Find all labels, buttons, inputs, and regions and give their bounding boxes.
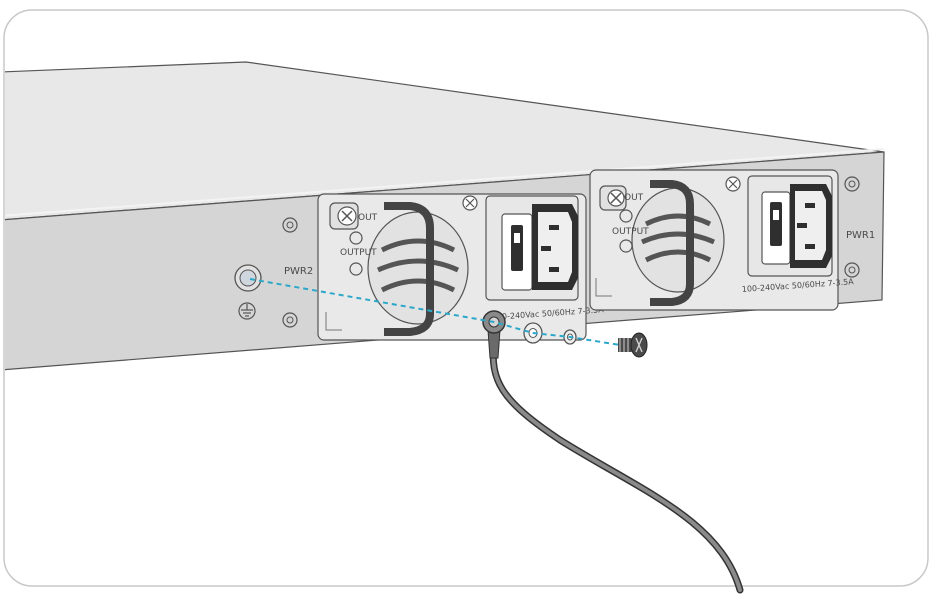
grounding-point[interactable] — [234, 264, 262, 292]
psu-left-rocker-indicator — [514, 233, 520, 243]
psu-left-bracket — [325, 312, 342, 331]
cable-sleeve — [487, 329, 501, 359]
psu-right-bracket — [595, 278, 612, 297]
chassis-edge-highlight — [5, 148, 885, 217]
psu-left-ac-socket-inner — [538, 212, 572, 282]
psu-right-pin-2 — [797, 223, 807, 228]
psu-left-handle[interactable] — [384, 202, 434, 336]
psu-right-pin-3 — [805, 244, 815, 249]
phillips-screw-icon[interactable] — [618, 332, 648, 358]
psu-left-thumbscrew-icon[interactable] — [329, 202, 359, 230]
ground-cable[interactable] — [491, 340, 742, 592]
psu-right-rocker-switch[interactable] — [770, 202, 782, 246]
psu-left-led-1 — [349, 231, 363, 245]
pwr1-label: PWR1 — [846, 230, 875, 241]
psu-right-led-1 — [619, 209, 633, 223]
psu-right-thumbscrew-icon[interactable] — [599, 185, 627, 211]
psu-right-fan-icon — [631, 187, 725, 293]
chassis-mount-screw-icon — [282, 217, 298, 233]
psu-right-led-2 — [619, 239, 633, 253]
psu-left-output-label: OUTPUT — [340, 248, 377, 258]
chassis-mount-screw-icon — [844, 262, 860, 278]
psu-left-rocker-switch[interactable] — [511, 225, 523, 271]
psu-left-out-label: OUT — [358, 213, 378, 223]
psu-left-led-2 — [349, 262, 363, 276]
psu-right-pin-1 — [805, 203, 815, 208]
psu-right-output-label: OUTPUT — [612, 227, 649, 237]
psu-left-pin-2 — [541, 246, 551, 251]
psu-right-ac-socket-inner — [795, 191, 826, 260]
psu-left-x-screw-icon — [462, 195, 478, 211]
psu-right-rocker-indicator — [773, 210, 779, 220]
psu-left-pin-3 — [549, 267, 559, 272]
chassis-mount-screw-icon — [282, 312, 298, 328]
chassis-mount-screw-icon — [844, 176, 860, 192]
pwr2-label: PWR2 — [284, 266, 313, 277]
psu-right-handle[interactable] — [650, 180, 694, 306]
psu-right-x-screw-icon — [725, 176, 741, 192]
psu-left-fan-icon — [367, 211, 469, 325]
psu-left-pin-1 — [549, 225, 559, 230]
assembly-guide-line — [249, 278, 621, 346]
psu-left: OUT OUTPUT 100-240Vac 50/60Hz 7-3.5A — [317, 193, 604, 341]
psu-right-out-label: OUT — [624, 193, 644, 203]
psu-right: OUT OUTPUT 100-240Vac 50/60Hz 7-3.5A — [589, 169, 854, 311]
ground-symbol-icon — [238, 302, 256, 320]
